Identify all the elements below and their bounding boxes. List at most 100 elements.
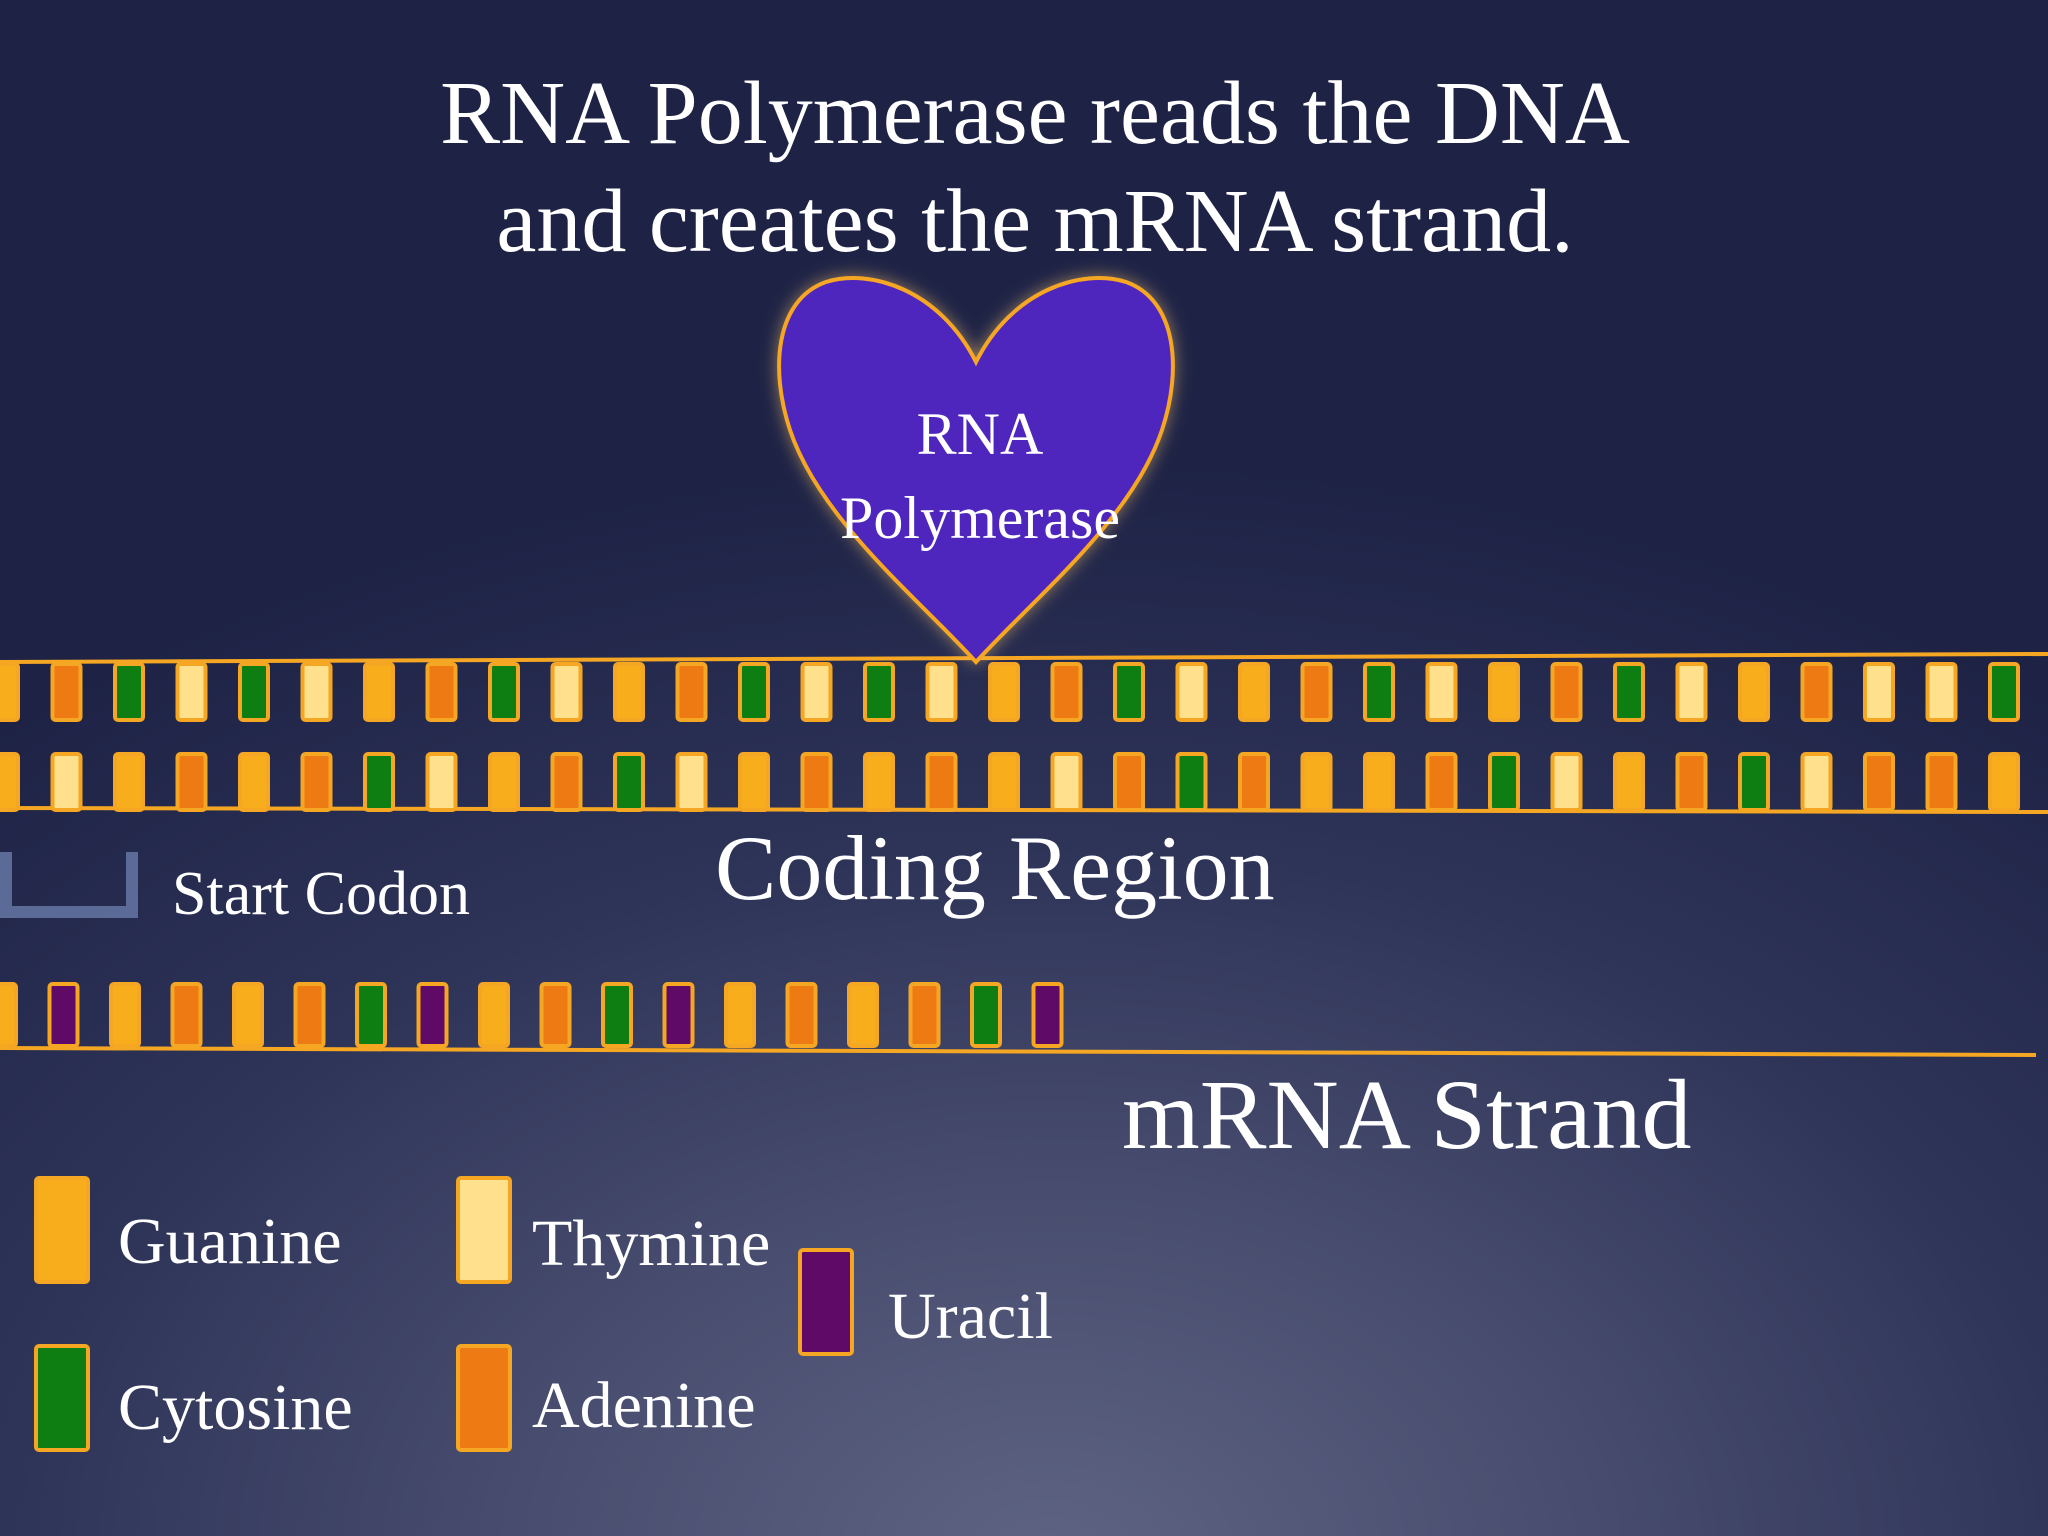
mrna-base-guanine (724, 982, 756, 1048)
dna-top-base-guanine (363, 662, 395, 722)
dna-top-base-guanine (0, 662, 20, 722)
title-line-1: RNA Polymerase reads the DNA (440, 64, 1630, 163)
dna-top-base-guanine (1738, 662, 1770, 722)
dna-top-base-thymine (1925, 662, 1958, 722)
dna-top-base-cytosine (1988, 662, 2020, 722)
mrna-backbone (0, 1046, 2037, 1057)
mrna-base-adenine (785, 982, 818, 1048)
mrna-base-uracil (416, 982, 449, 1048)
dna-bottom-base-adenine (1425, 752, 1458, 812)
start-codon-label: Start Codon (172, 860, 470, 928)
mrna-base-adenine (293, 982, 326, 1048)
dna-top-strand (0, 662, 2020, 722)
mrna-base-guanine (847, 982, 879, 1048)
mrna-base-guanine (478, 982, 510, 1048)
dna-top-base-cytosine (113, 662, 145, 722)
dna-bottom-base-guanine (0, 752, 20, 812)
dna-top-base-cytosine (238, 662, 270, 722)
dna-bottom-base-adenine (300, 752, 333, 812)
mrna-base-guanine (0, 982, 18, 1048)
slide-title: RNA Polymerase reads the DNA and creates… (330, 60, 1740, 276)
legend-cytosine-label: Cytosine (118, 1371, 353, 1444)
dna-top-base-thymine (550, 662, 583, 722)
dna-top-base-cytosine (1363, 662, 1395, 722)
legend-thymine-label: Thymine (532, 1207, 771, 1280)
dna-top-base-guanine (988, 662, 1020, 722)
dna-top-backbone (0, 652, 2048, 664)
mrna-base-cytosine (601, 982, 633, 1048)
dna-top-base-thymine (1175, 662, 1208, 722)
dna-top-base-cytosine (863, 662, 895, 722)
strand-backbones (0, 652, 2048, 1057)
mrna-base-adenine (539, 982, 572, 1048)
dna-bottom-base-thymine (1550, 752, 1583, 812)
dna-bottom-base-guanine (863, 752, 895, 812)
dna-top-base-thymine (1863, 662, 1895, 722)
dna-bottom-base-guanine (738, 752, 770, 812)
dna-bottom-base-thymine (1050, 752, 1083, 812)
mrna-base-adenine (908, 982, 941, 1048)
dna-bottom-base-adenine (800, 752, 833, 812)
dna-bottom-base-guanine (1988, 752, 2020, 812)
dna-bottom-base-cytosine (1738, 752, 1770, 812)
mrna-base-cytosine (355, 982, 387, 1048)
dna-bottom-base-guanine (1300, 752, 1333, 812)
mrna-base-guanine (109, 982, 141, 1048)
dna-top-base-guanine (1238, 662, 1270, 722)
dna-bottom-base-adenine (550, 752, 583, 812)
dna-top-base-cytosine (1113, 662, 1145, 722)
legend-guanine-swatch (34, 1176, 90, 1284)
mrna-strand-bases (0, 982, 1064, 1048)
dna-bottom-base-adenine (1863, 752, 1895, 812)
mrna-strand-label: mRNA Strand (1122, 1059, 1692, 1170)
dna-top-base-cytosine (488, 662, 520, 722)
dna-top-base-adenine (1300, 662, 1333, 722)
dna-bottom-strand (0, 752, 2020, 812)
dna-bottom-base-cytosine (613, 752, 645, 812)
mrna-base-cytosine (970, 982, 1002, 1048)
dna-top-base-cytosine (738, 662, 770, 722)
dna-bottom-base-adenine (925, 752, 958, 812)
rna-polymerase-label-line-1: RNA (916, 401, 1044, 467)
dna-bottom-base-thymine (1800, 752, 1833, 812)
mrna-base-uracil (662, 982, 695, 1048)
dna-bottom-base-guanine (1363, 752, 1395, 812)
legend-adenine-swatch (456, 1344, 512, 1452)
dna-bottom-base-guanine (488, 752, 520, 812)
dna-bottom-base-adenine (1925, 752, 1958, 812)
mrna-base-adenine (170, 982, 203, 1048)
dna-bottom-base-thymine (425, 752, 458, 812)
dna-bottom-base-cytosine (363, 752, 395, 812)
mrna-base-guanine (232, 982, 264, 1048)
legend-swatches (34, 1176, 854, 1452)
dna-bottom-base-thymine (675, 752, 708, 812)
dna-bottom-base-guanine (238, 752, 270, 812)
dna-top-base-adenine (425, 662, 458, 722)
dna-top-base-thymine (175, 662, 208, 722)
dna-top-base-thymine (300, 662, 333, 722)
dna-bottom-base-guanine (1613, 752, 1645, 812)
start-codon-bracket (0, 852, 138, 918)
legend-uracil-label: Uracil (888, 1280, 1053, 1353)
legend-cytosine-swatch (34, 1344, 90, 1452)
dna-top-base-guanine (613, 662, 645, 722)
dna-top-base-adenine (1550, 662, 1583, 722)
dna-top-base-adenine (50, 662, 83, 722)
dna-bottom-base-cytosine (1488, 752, 1520, 812)
dna-top-base-cytosine (1613, 662, 1645, 722)
dna-bottom-backbone (0, 806, 2048, 814)
rna-polymerase-label: RNA Polymerase (790, 392, 1170, 560)
dna-top-base-adenine (1050, 662, 1083, 722)
dna-top-base-adenine (1800, 662, 1833, 722)
dna-top-base-guanine (1488, 662, 1520, 722)
dna-top-base-thymine (1675, 662, 1708, 722)
dna-top-base-thymine (1425, 662, 1458, 722)
dna-bottom-base-adenine (175, 752, 208, 812)
dna-top-base-adenine (675, 662, 708, 722)
dna-bottom-base-adenine (1238, 752, 1270, 812)
rna-polymerase-label-line-2: Polymerase (840, 485, 1120, 551)
mrna-base-uracil (47, 982, 80, 1048)
rna-polymerase-heart (777, 276, 1175, 665)
mrna-base-uracil (1031, 982, 1064, 1048)
